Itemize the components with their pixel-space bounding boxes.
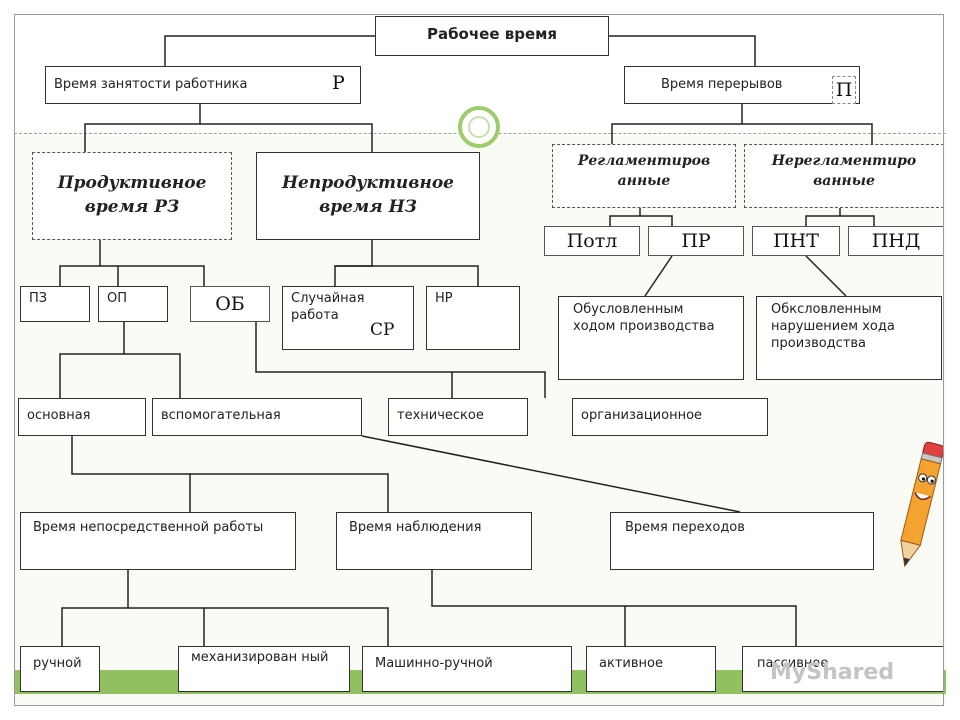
main-label: основная	[27, 408, 91, 423]
regulated-breaks-label: Регламентиров анные	[577, 153, 711, 189]
technical-node: техническое	[388, 398, 528, 436]
technical-label: техническое	[397, 408, 484, 423]
pencil-mascot-icon	[900, 441, 944, 568]
violation-caused-node: Обксловленным нарушением хода производст…	[756, 296, 942, 380]
mark-r: Р	[332, 72, 345, 94]
organizational-label: организационное	[581, 408, 703, 423]
observation-label: Время наблюдения	[349, 520, 482, 535]
watermark-text: MyShared	[770, 660, 895, 685]
tag-potl: Потл	[544, 226, 640, 256]
op-node: ОП	[98, 286, 168, 322]
passive-label: пассивное	[757, 656, 829, 671]
observation-node: Время наблюдения	[336, 512, 532, 570]
mark-sr: СР	[370, 320, 395, 340]
random-work-node: Случайная работа	[282, 286, 414, 350]
auxiliary-label: вспомогательная	[161, 408, 281, 423]
ring-ornament	[458, 106, 500, 148]
unproductive-time-label: Непродуктивное время НЗ	[281, 173, 455, 217]
unregulated-breaks-label: Нерегламентиро ванные	[771, 153, 917, 189]
direct-work-node: Время непосредственной работы	[20, 512, 296, 570]
direct-work-label: Время непосредственной работы	[33, 520, 264, 535]
manual-node: ручной	[20, 646, 100, 692]
active-node: активное	[586, 646, 716, 692]
tag-pnd: ПНД	[848, 226, 944, 256]
tag-pnt: ПНТ	[752, 226, 840, 256]
violation-caused-label: Обксловленным нарушением хода производст…	[771, 302, 895, 351]
machine-manual-label: Машинно-ручной	[375, 656, 493, 671]
unregulated-breaks-node: Нерегламентиро ванные	[744, 144, 944, 208]
root-node: Рабочее время	[375, 16, 609, 56]
mechanized-node: механизирован ный	[178, 646, 350, 692]
random-work-label: Случайная работа	[291, 291, 365, 323]
passive-node: пассивное	[742, 646, 944, 692]
break-time-label: Время перерывов	[661, 77, 783, 92]
transitions-label: Время переходов	[625, 520, 745, 535]
machine-manual-node: Машинно-ручной	[362, 646, 572, 692]
organizational-node: организационное	[572, 398, 768, 436]
root-label: Рабочее время	[426, 25, 558, 43]
nr-node: НР	[426, 286, 520, 350]
auxiliary-node: вспомогательная	[152, 398, 362, 436]
watermark: MyShared	[770, 660, 894, 685]
manual-label: ручной	[33, 656, 82, 671]
pz-node: ПЗ	[20, 286, 90, 322]
production-caused-label: Обусловленным ходом производства	[573, 302, 715, 334]
tag-pr: ПР	[648, 226, 744, 256]
transitions-node: Время переходов	[610, 512, 874, 570]
productive-time-node: Продуктивное время РЗ	[32, 152, 232, 240]
break-time-node: Время перерывов	[624, 66, 860, 104]
mechanized-label: механизирован ный	[191, 650, 329, 665]
productive-time-label: Продуктивное время РЗ	[57, 173, 207, 217]
pz-label: ПЗ	[29, 291, 48, 306]
op-label: ОП	[107, 291, 128, 306]
employment-time-label: Время занятости работника	[54, 77, 248, 92]
unproductive-time-node: Непродуктивное время НЗ	[256, 152, 480, 240]
nr-label: НР	[435, 291, 453, 306]
employment-time-node: Время занятости работника	[45, 66, 361, 104]
mark-p: П	[832, 76, 856, 104]
main-node: основная	[18, 398, 146, 436]
production-caused-node: Обусловленным ходом производства	[558, 296, 744, 380]
ring-ornament-inner	[468, 116, 490, 138]
active-label: активное	[599, 656, 663, 671]
ob-node: ОБ	[190, 286, 270, 322]
regulated-breaks-node: Регламентиров анные	[552, 144, 736, 208]
